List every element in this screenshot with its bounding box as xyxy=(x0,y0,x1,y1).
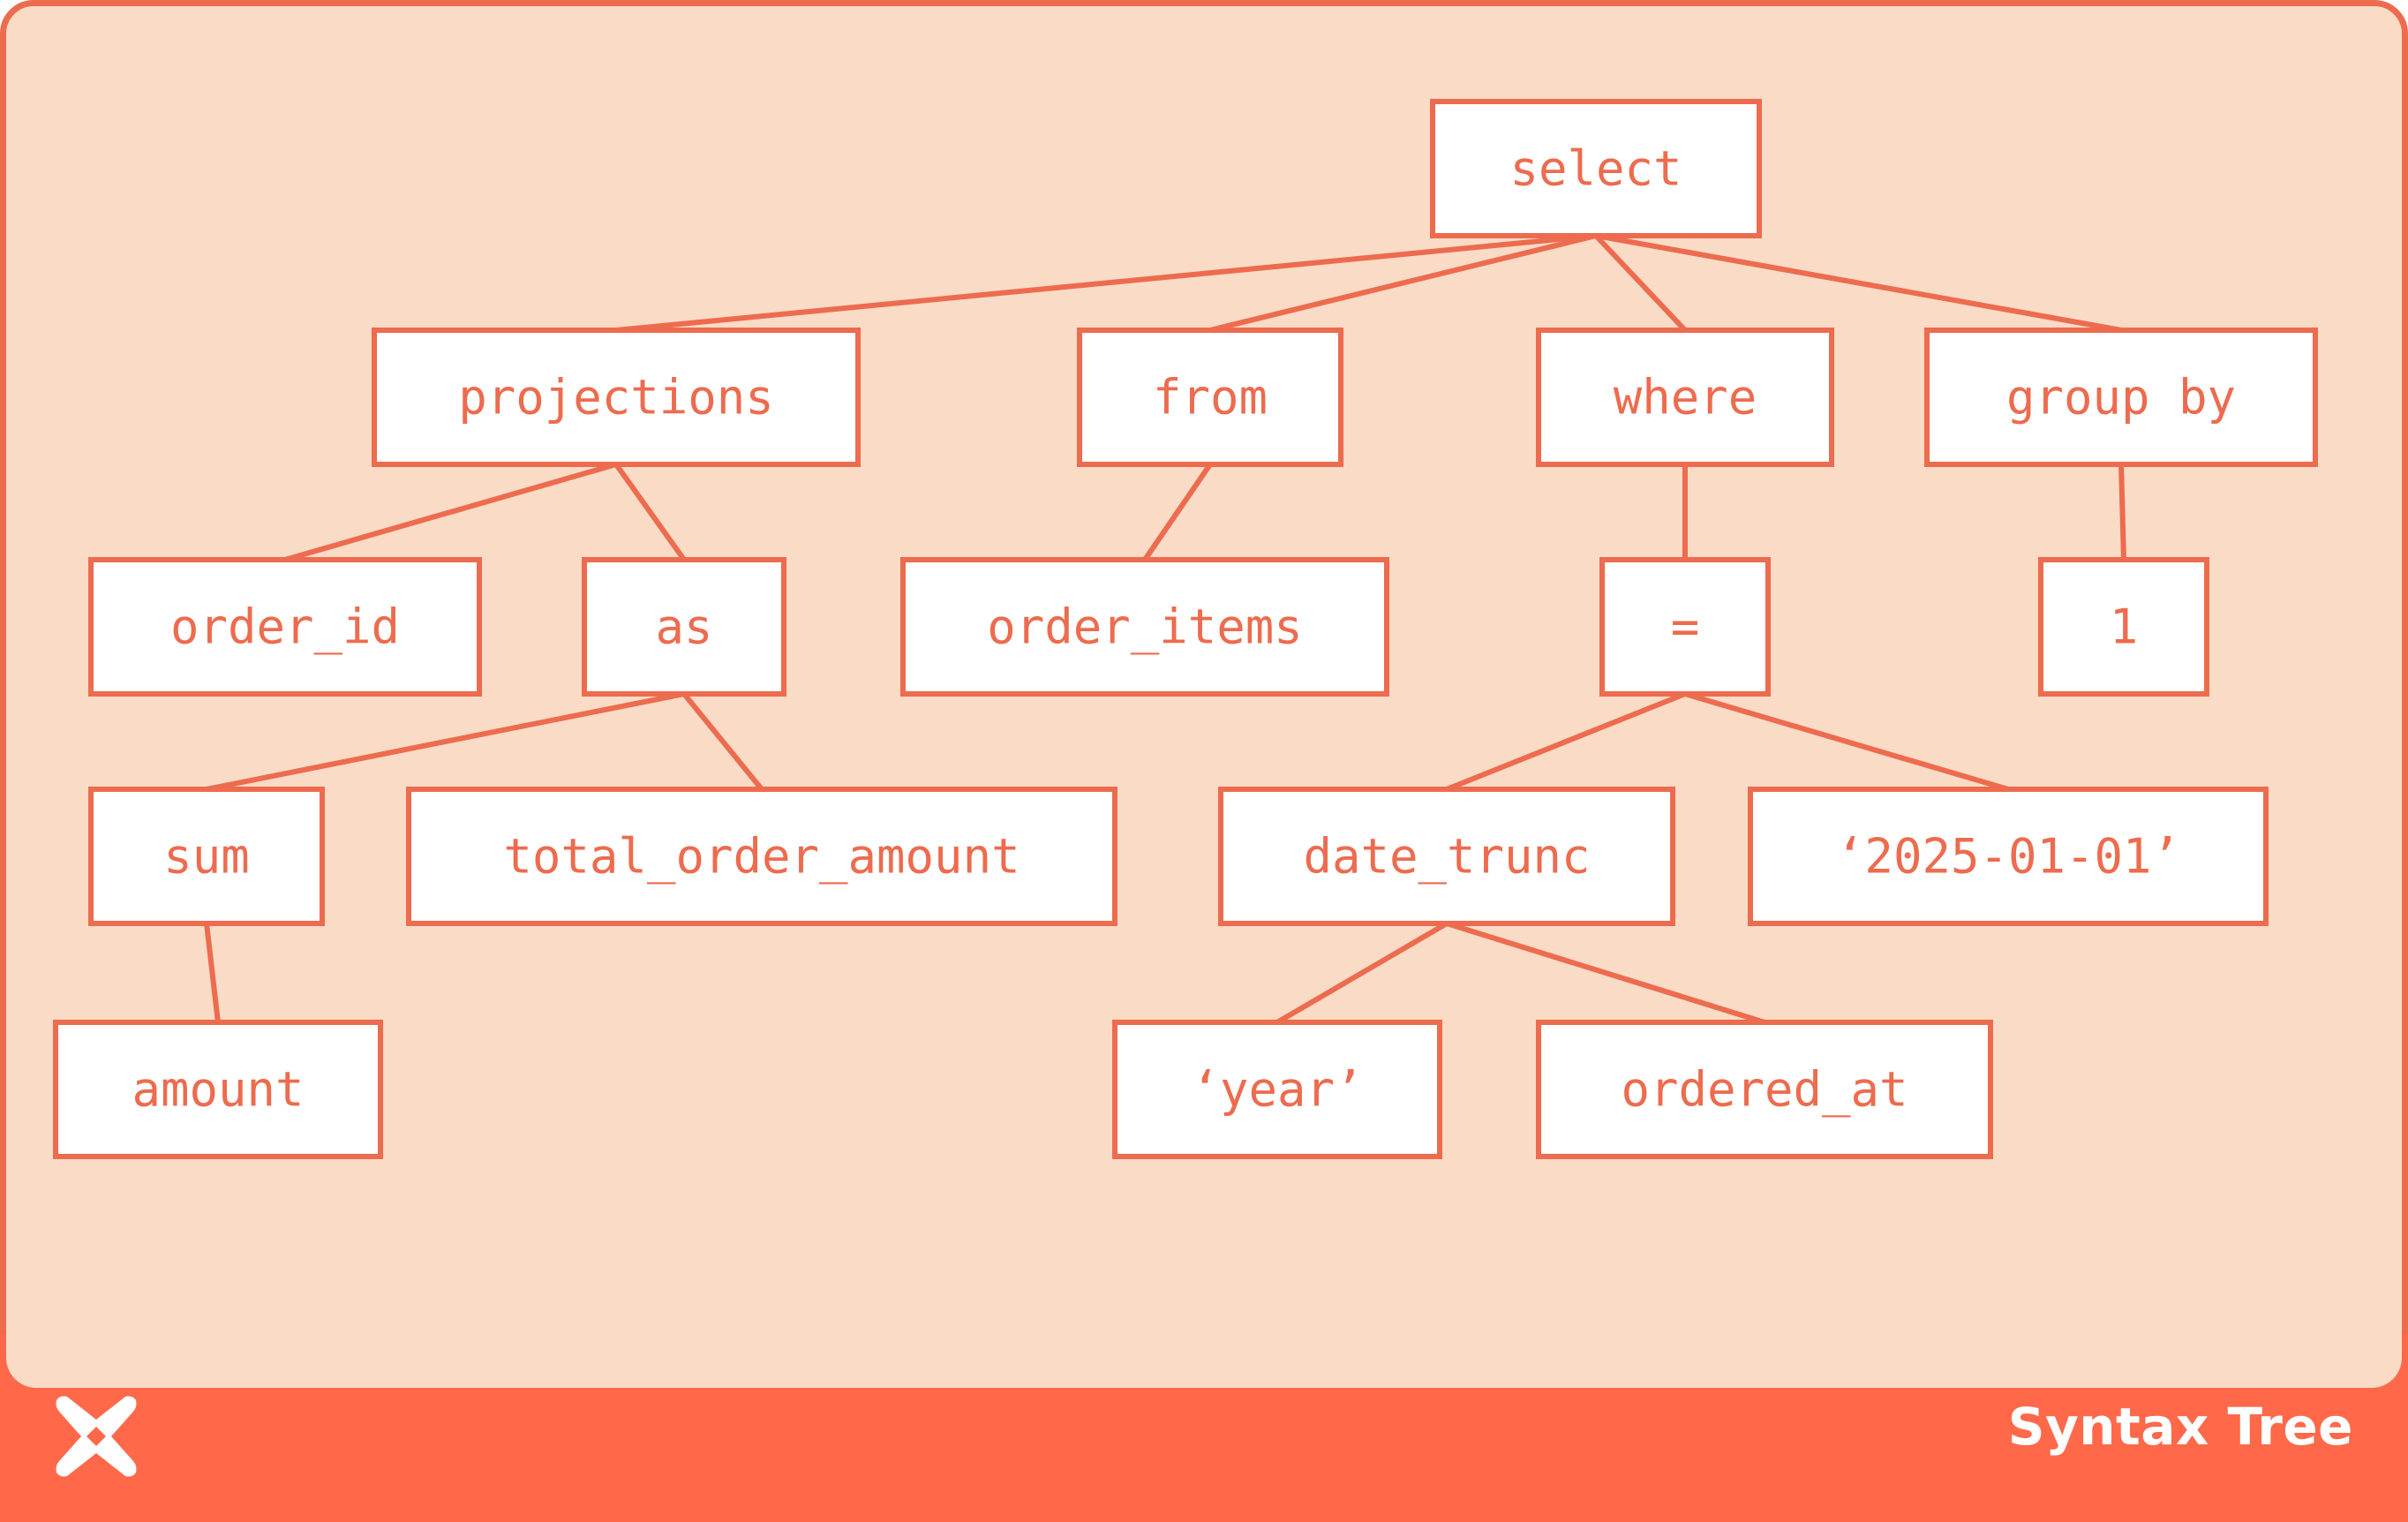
node-box xyxy=(406,787,1117,926)
node-box xyxy=(1218,787,1675,926)
node-label: ordered_at xyxy=(1621,1062,1908,1118)
edge-select-from xyxy=(1209,233,1597,333)
dbt-logo-icon xyxy=(56,1396,137,1477)
node-box xyxy=(88,557,482,697)
node-sum: sum xyxy=(88,787,325,926)
node-amount: amount xyxy=(53,1020,383,1159)
edge-date_trunc-year xyxy=(1275,921,1449,1025)
node-box xyxy=(1430,99,1762,238)
tree-nodes: select projections from where group by order_… xyxy=(53,99,2318,1159)
edge-as-total_order_amount xyxy=(681,692,764,791)
node-box xyxy=(88,787,325,926)
node-box xyxy=(1536,1020,1993,1159)
node-as: as xyxy=(582,557,786,697)
node-label: from xyxy=(1153,370,1268,426)
edge-select-where xyxy=(1593,233,1688,333)
node-label: date_trunc xyxy=(1303,829,1590,885)
node-label: order_items xyxy=(987,599,1303,655)
node-box xyxy=(1112,1020,1442,1159)
node-order-items: order_items xyxy=(900,557,1389,697)
node-where: where xyxy=(1536,328,1834,467)
node-group-by: group by xyxy=(1924,328,2318,467)
card-body-bottom xyxy=(6,1335,2402,1388)
edge-eq-date_lit xyxy=(1684,691,2009,792)
node-date-trunc: date_trunc xyxy=(1218,787,1675,926)
edge-select-projections xyxy=(615,233,1597,333)
node-box xyxy=(1077,328,1343,467)
edge-projections-as xyxy=(613,463,687,561)
node-label: amount xyxy=(132,1062,304,1118)
node-label: projections xyxy=(458,370,774,426)
node-date-lit: ‘2025-01-01’ xyxy=(1748,787,2269,926)
node-label: = xyxy=(1671,599,1700,655)
edge-projections-order_id xyxy=(284,462,617,562)
node-total-order-amount: total_order_amount xyxy=(406,787,1117,926)
node-label: 1 xyxy=(2110,599,2139,655)
edge-eq-date_trunc xyxy=(1445,691,1687,792)
node-label: ‘year’ xyxy=(1191,1062,1363,1118)
node-label: ‘2025-01-01’ xyxy=(1836,829,2180,885)
edge-date_trunc-ordered_at xyxy=(1446,921,1765,1025)
node-box xyxy=(1536,328,1834,467)
node-label: where xyxy=(1614,370,1757,426)
node-box xyxy=(900,557,1389,697)
node-box xyxy=(1924,328,2318,467)
edge-from-order_items xyxy=(1142,463,1213,561)
node-one: 1 xyxy=(2038,557,2209,697)
footer-title: Syntax Tree xyxy=(2007,1397,2353,1457)
edge-select-group_by xyxy=(1595,233,2122,333)
edge-sum-amount xyxy=(204,923,221,1023)
node-box xyxy=(53,1020,383,1159)
node-projections: projections xyxy=(372,328,861,467)
edge-as-sum xyxy=(206,691,685,792)
syntax-tree-diagram: select projections from where group by order_… xyxy=(53,99,2318,1159)
node-label: as xyxy=(655,599,712,655)
node-label: order_id xyxy=(170,599,400,655)
node-ordered-at: ordered_at xyxy=(1536,1020,1993,1159)
edge-group_by-one xyxy=(2118,463,2126,561)
node-box xyxy=(582,557,786,697)
node-box xyxy=(1599,557,1771,697)
node-box xyxy=(372,328,861,467)
node-label: total_order_amount xyxy=(503,829,1020,885)
tree-edges xyxy=(204,233,2126,1025)
node-order-id: order_id xyxy=(88,557,482,697)
node-year: ‘year’ xyxy=(1112,1020,1442,1159)
node-label: group by xyxy=(2006,370,2236,426)
node-box xyxy=(1748,787,2269,926)
node-label: select xyxy=(1509,141,1682,197)
node-select: select xyxy=(1430,99,1762,238)
node-from: from xyxy=(1077,328,1343,467)
node-eq: = xyxy=(1599,557,1771,697)
node-box xyxy=(2038,557,2209,697)
node-label: sum xyxy=(163,829,250,885)
